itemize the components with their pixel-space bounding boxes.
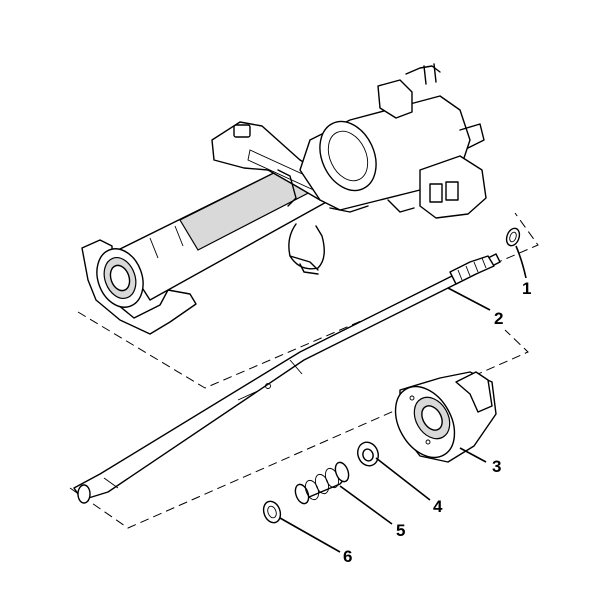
callout-4: 4	[433, 497, 443, 516]
part-6-retainer	[262, 500, 282, 524]
part-3-bearing-housing	[394, 371, 497, 463]
callout-6: 6	[343, 547, 352, 566]
leader-lines	[279, 245, 527, 553]
callout-5: 5	[396, 521, 405, 540]
callout-2: 2	[494, 309, 503, 328]
callout-3: 3	[492, 457, 501, 476]
callout-1: 1	[522, 279, 531, 298]
steering-column-housing	[81, 63, 487, 335]
part-1-retaining-ring	[505, 227, 521, 247]
part-5-spring	[294, 461, 350, 505]
part-4-bearing	[357, 441, 379, 467]
part-2-steering-shaft	[73, 253, 501, 504]
callout-labels: 1 2 3 4 5 6	[343, 279, 531, 566]
